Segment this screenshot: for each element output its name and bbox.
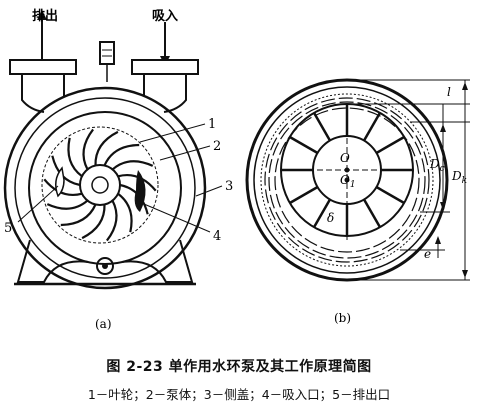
discharge-port: [55, 166, 65, 198]
impeller-blade: [43, 178, 83, 196]
label-2: 2: [213, 139, 221, 154]
impeller-blade: [106, 200, 118, 242]
impeller-blade: [111, 160, 154, 171]
impeller-hub: [79, 164, 121, 206]
impeller-blade: [82, 128, 94, 170]
center-stud: [99, 41, 115, 65]
pump-diagram: 排出 吸入 1 2 3 4 5 (a): [3, 8, 470, 331]
impeller-blades-b: [281, 104, 413, 236]
impeller-blade: [60, 204, 97, 227]
impeller-rim: [41, 126, 159, 244]
drain-plug: [96, 257, 114, 275]
water-ring: [264, 97, 430, 263]
impeller-blade-b: [362, 198, 382, 228]
casing-inner: [253, 86, 441, 274]
impeller-blade: [94, 130, 119, 166]
dim-dk-label: Dk: [451, 169, 467, 186]
dim-dc-label: Dc: [429, 157, 445, 174]
discharge-arrow: [37, 10, 47, 60]
label-3: 3: [225, 179, 233, 194]
leader-5: [17, 185, 59, 223]
center-O1-label: O1: [340, 173, 356, 190]
casing-band: [260, 93, 434, 267]
impeller-blade: [81, 204, 106, 240]
suction-flange: [131, 59, 199, 75]
impeller-blade: [103, 143, 140, 166]
panel-b-label: (b): [334, 311, 351, 325]
impeller-blade-b: [375, 135, 405, 155]
impeller-blade: [46, 199, 89, 210]
impeller-blade-b: [312, 112, 332, 142]
discharge-neck: [21, 74, 65, 113]
side-cover-inner: [14, 97, 196, 279]
pump-cross-section: [3, 10, 223, 290]
impeller-blade-b: [289, 135, 319, 155]
impeller-blade-b: [375, 185, 405, 205]
leader-1: [139, 123, 206, 143]
leader-4: [143, 203, 211, 233]
pump-base: [16, 239, 194, 283]
label-1: 1: [208, 117, 216, 132]
delta-label: δ: [327, 211, 334, 225]
discharge-flange: [9, 59, 77, 75]
figure-caption-legend: 1－叶轮；2－泵体；3－侧盖；4－吸入口；5－排出口: [87, 387, 391, 402]
leader-2: [159, 145, 211, 161]
working-principle-diagram: [245, 78, 470, 282]
impeller-blade-b: [289, 185, 319, 205]
impeller-blade: [117, 192, 133, 233]
dim-l-label: l: [447, 85, 451, 99]
leader-3: [195, 185, 223, 197]
impeller-blade-b: [362, 112, 382, 142]
center-O-label: O: [340, 151, 350, 165]
water-ring-arc: [268, 101, 426, 259]
label-4: 4: [213, 229, 221, 244]
eccentricity-label: e: [424, 247, 431, 261]
water-ring-arc: [264, 97, 430, 263]
discharge-label: 排出: [32, 8, 58, 24]
side-cover-outer: [3, 86, 207, 290]
suction-label: 吸入: [152, 9, 178, 24]
figure-caption-title: 图 2-23 单作用水环泵及其工作原理简图: [106, 359, 372, 375]
water-ring-arc: [274, 107, 420, 253]
suction-port: [134, 170, 146, 212]
suction-neck: [143, 74, 187, 113]
impeller-shaft: [91, 176, 109, 194]
label-5: 5: [4, 221, 12, 236]
panel-a-label: (a): [95, 317, 112, 331]
impeller-blade-b: [312, 198, 332, 228]
impeller-blade: [67, 137, 83, 178]
